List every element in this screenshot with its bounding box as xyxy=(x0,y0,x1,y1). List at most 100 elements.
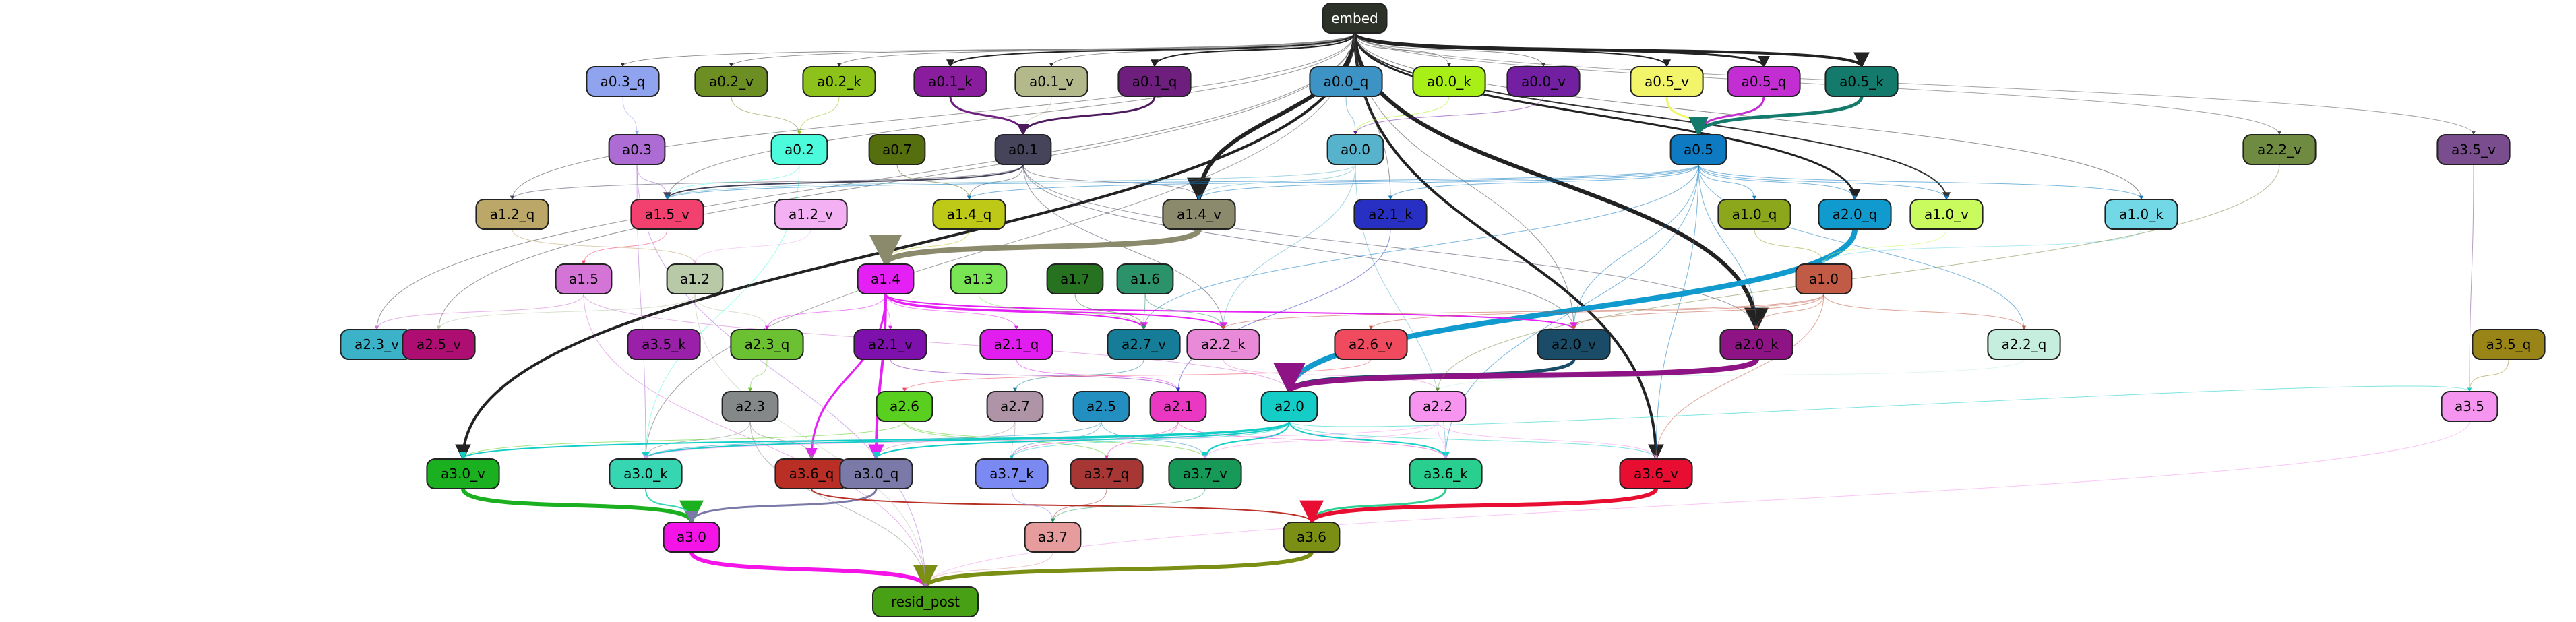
node-a2-1[interactable]: a2.1 xyxy=(1149,391,1207,422)
node-a0-5-q[interactable]: a0.5_q xyxy=(1727,66,1801,97)
node-a3-0-k[interactable]: a3.0_k xyxy=(609,458,683,489)
node-label: a2.1_q xyxy=(994,336,1039,352)
node-a3-5-k[interactable]: a3.5_k xyxy=(627,329,701,360)
node-a3-0[interactable]: a3.0 xyxy=(663,522,720,553)
node-label: a0.0 xyxy=(1341,142,1370,158)
edge-embed-to-a0-1-q xyxy=(1151,32,1355,68)
node-a2-5[interactable]: a2.5 xyxy=(1072,391,1130,422)
node-a2-3-v[interactable]: a2.3_v xyxy=(340,329,414,360)
node-label: a2.5 xyxy=(1086,398,1116,414)
node-a0-0-v[interactable]: a0.0_v xyxy=(1506,66,1581,97)
node-a1-0[interactable]: a1.0 xyxy=(1795,263,1853,294)
node-box xyxy=(1719,329,1793,360)
node-a2-3[interactable]: a2.3 xyxy=(721,391,779,422)
node-a1-4-q[interactable]: a1.4_q xyxy=(932,199,1006,230)
node-label: a2.3_q xyxy=(745,336,790,352)
node-a2-0-k[interactable]: a2.0_k xyxy=(1719,329,1793,360)
node-a2-2-q[interactable]: a2.2_q xyxy=(1987,329,2061,360)
edge-a3-6-v-to-a3-6 xyxy=(1299,487,1658,525)
edge-a0-1-to-a2-0-v xyxy=(1022,164,1576,330)
node-a1-4-v[interactable]: a1.4_v xyxy=(1162,199,1236,230)
edge-a0-0-to-a1-5-v xyxy=(665,164,1356,200)
node-label: a0.5_q xyxy=(1742,73,1787,90)
node-label: a1.0_v xyxy=(1924,206,1969,222)
node-a0-0[interactable]: a0.0 xyxy=(1326,134,1384,165)
node-label: a2.2_q xyxy=(2002,336,2047,352)
node-a2-7-v[interactable]: a2.7_v xyxy=(1107,329,1181,360)
edge-a1-4-v-to-a1-4 xyxy=(869,228,1202,268)
node-a0-2[interactable]: a0.2 xyxy=(770,134,828,165)
node-a0-1[interactable]: a0.1 xyxy=(994,134,1052,165)
node-a1-6[interactable]: a1.6 xyxy=(1116,263,1174,294)
node-a0-5[interactable]: a0.5 xyxy=(1669,134,1727,165)
node-a1-2[interactable]: a1.2 xyxy=(666,263,724,294)
node-a1-5-v[interactable]: a1.5_v xyxy=(630,199,704,230)
node-a1-0-k[interactable]: a1.0_k xyxy=(2104,199,2178,230)
node-a3-6-k[interactable]: a3.6_k xyxy=(1409,458,1483,489)
node-box xyxy=(555,263,613,294)
node-a2-6-v[interactable]: a2.6_v xyxy=(1334,329,1408,360)
node-a3-7[interactable]: a3.7 xyxy=(1024,522,1082,553)
node-a0-7[interactable]: a0.7 xyxy=(868,134,926,165)
node-a3-7-v[interactable]: a3.7_v xyxy=(1168,458,1242,489)
node-a3-5[interactable]: a3.5 xyxy=(2441,391,2498,422)
node-a2-2-k[interactable]: a2.2_k xyxy=(1186,329,1260,360)
node-a2-5-v[interactable]: a2.5_v xyxy=(402,329,476,360)
node-a0-3-q[interactable]: a0.3_q xyxy=(586,66,660,97)
node-a2-1-q[interactable]: a2.1_q xyxy=(979,329,1053,360)
node-a1-2-v[interactable]: a1.2_v xyxy=(774,199,848,230)
node-a0-2-k[interactable]: a0.2_k xyxy=(802,66,876,97)
node-a3-0-v[interactable]: a3.0_v xyxy=(426,458,500,489)
edge-a2-0-to-a3-5 xyxy=(1289,385,2472,427)
node-a2-2[interactable]: a2.2 xyxy=(1409,391,1467,422)
node-label: a1.0_k xyxy=(2119,206,2164,222)
node-a1-2-q[interactable]: a1.2_q xyxy=(475,199,549,230)
node-label: a0.5 xyxy=(1684,142,1713,158)
node-a3-7-q[interactable]: a3.7_q xyxy=(1070,458,1144,489)
node-a1-7[interactable]: a1.7 xyxy=(1046,263,1104,294)
node-a0-5-k[interactable]: a0.5_k xyxy=(1824,66,1899,97)
node-box xyxy=(1326,134,1384,165)
node-a3-7-k[interactable]: a3.7_k xyxy=(975,458,1049,489)
node-a3-5-q[interactable]: a3.5_q xyxy=(2472,329,2546,360)
node-box xyxy=(2104,199,2178,230)
node-a1-3[interactable]: a1.3 xyxy=(950,263,1008,294)
node-a1-5[interactable]: a1.5 xyxy=(555,263,613,294)
node-label: a2.0_k xyxy=(1734,336,1779,352)
node-resid-post[interactable]: resid_post xyxy=(872,586,979,617)
node-a1-0-q[interactable]: a1.0_q xyxy=(1717,199,1791,230)
node-a0-1-v[interactable]: a0.1_v xyxy=(1014,66,1088,97)
node-a3-0-q[interactable]: a3.0_q xyxy=(839,458,913,489)
node-a2-6[interactable]: a2.6 xyxy=(876,391,933,422)
node-a0-2-v[interactable]: a0.2_v xyxy=(694,66,768,97)
node-a3-6-q[interactable]: a3.6_q xyxy=(774,458,849,489)
node-a0-1-q[interactable]: a0.1_q xyxy=(1117,66,1192,97)
node-a0-0-k[interactable]: a0.0_k xyxy=(1412,66,1486,97)
node-a2-0[interactable]: a2.0 xyxy=(1260,391,1318,422)
node-a0-0-q[interactable]: a0.0_q xyxy=(1309,66,1383,97)
edge-a3-0-v-to-a3-0 xyxy=(461,487,704,525)
edge-a0-5-to-a1-0-v xyxy=(1698,164,1949,200)
edge-a0-0-q-to-a0-0 xyxy=(1345,96,1357,135)
node-box xyxy=(609,458,683,489)
edge-a1-0-to-a2-0-v xyxy=(1572,293,1824,330)
node-box xyxy=(1409,458,1483,489)
node-a0-1-k[interactable]: a0.1_k xyxy=(913,66,987,97)
node-a2-7[interactable]: a2.7 xyxy=(986,391,1044,422)
node-a3-5-v[interactable]: a3.5_v xyxy=(2436,134,2511,165)
node-a3-6[interactable]: a3.6 xyxy=(1283,522,1341,553)
node-a2-3-q[interactable]: a2.3_q xyxy=(730,329,804,360)
node-box xyxy=(932,199,1006,230)
node-a1-0-v[interactable]: a1.0_v xyxy=(1909,199,1984,230)
node-a2-1-v[interactable]: a2.1_v xyxy=(853,329,927,360)
node-a2-2-v[interactable]: a2.2_v xyxy=(2242,134,2317,165)
node-a2-0-q[interactable]: a2.0_q xyxy=(1818,199,1892,230)
node-a0-5-v[interactable]: a0.5_v xyxy=(1630,66,1704,97)
node-a0-3[interactable]: a0.3 xyxy=(608,134,666,165)
node-a2-0-v[interactable]: a2.0_v xyxy=(1537,329,1611,360)
edge-a1-2-q-to-a1-2 xyxy=(512,228,697,265)
node-a2-1-k[interactable]: a2.1_k xyxy=(1353,199,1428,230)
node-embed[interactable]: embed xyxy=(1322,3,1388,34)
node-a1-4[interactable]: a1.4 xyxy=(857,263,915,294)
node-a3-6-v[interactable]: a3.6_v xyxy=(1619,458,1693,489)
